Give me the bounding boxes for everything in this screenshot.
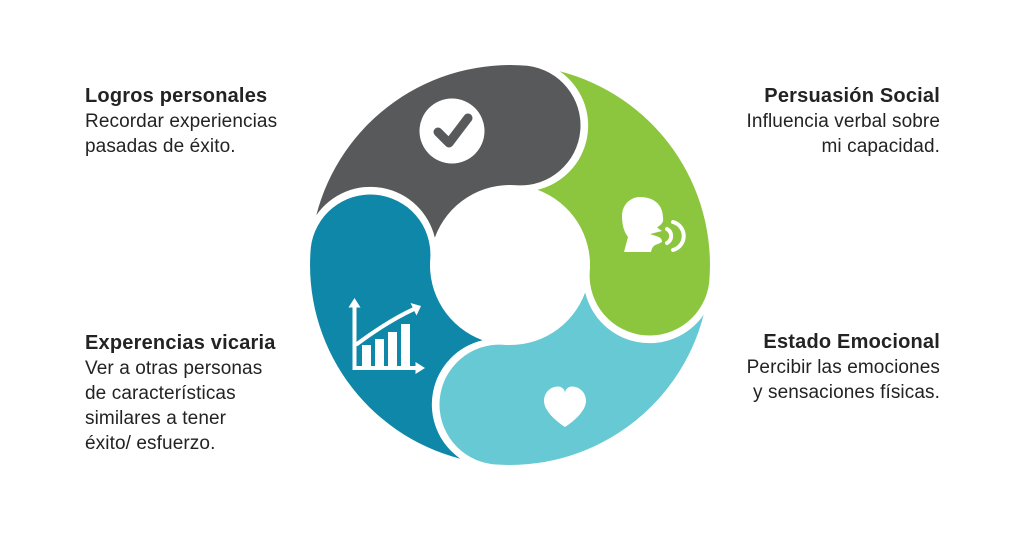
bar-chart-icon — [348, 298, 425, 374]
check-icon-mark — [433, 113, 473, 148]
chart-y-axis-arrow — [348, 298, 361, 308]
chart-trend-curve — [355, 307, 416, 346]
speaking-head-silhouette — [622, 197, 664, 252]
heart-icon — [544, 386, 586, 427]
chart-bar-3 — [388, 332, 397, 366]
chart-trend-arrow — [410, 303, 421, 316]
label-persuasion-social: Persuasión Social Influencia verbal sobr… — [747, 84, 940, 159]
segment-experencias-vicaria — [310, 194, 483, 459]
label-title-persuasion: Persuasión Social — [764, 85, 940, 107]
label-experencias-vicaria: Experencias vicaria Ver a otras personas… — [85, 331, 276, 456]
label-estado-emocional: Estado Emocional Percibir las emociones … — [747, 330, 940, 405]
chart-x-axis-arrow — [415, 362, 425, 374]
check-icon — [419, 98, 485, 164]
label-title-estado: Estado Emocional — [763, 331, 940, 353]
chart-bar-4 — [401, 324, 410, 366]
label-title-logros: Logros personales — [85, 85, 268, 107]
check-icon-circle — [419, 98, 485, 164]
cycle-segments — [310, 65, 710, 465]
segment-estado-emocional — [439, 292, 704, 465]
speech-wave-inner — [665, 227, 674, 245]
chart-bar-1 — [362, 345, 371, 366]
label-body-estado: Percibir las emociones y sensaciones fís… — [746, 357, 940, 403]
speaking-head-icon — [622, 197, 686, 252]
label-logros-personales: Logros personales Recordar experiencias … — [85, 84, 277, 159]
chart-bar-2 — [375, 339, 384, 366]
label-body-logros: Recordar experiencias pasadas de éxito. — [85, 111, 278, 157]
speech-wave-outer — [671, 220, 686, 252]
cycle-diagram — [310, 65, 710, 465]
heart-shape — [544, 386, 586, 427]
label-title-vicaria: Experencias vicaria — [85, 332, 276, 354]
label-body-persuasion: Influencia verbal sobre mi capacidad. — [746, 111, 940, 157]
chart-y-axis — [352, 305, 357, 368]
label-body-vicaria: Ver a otras personas de características … — [85, 358, 263, 454]
chart-x-axis — [352, 366, 419, 370]
segment-persuasion-social — [537, 71, 710, 336]
